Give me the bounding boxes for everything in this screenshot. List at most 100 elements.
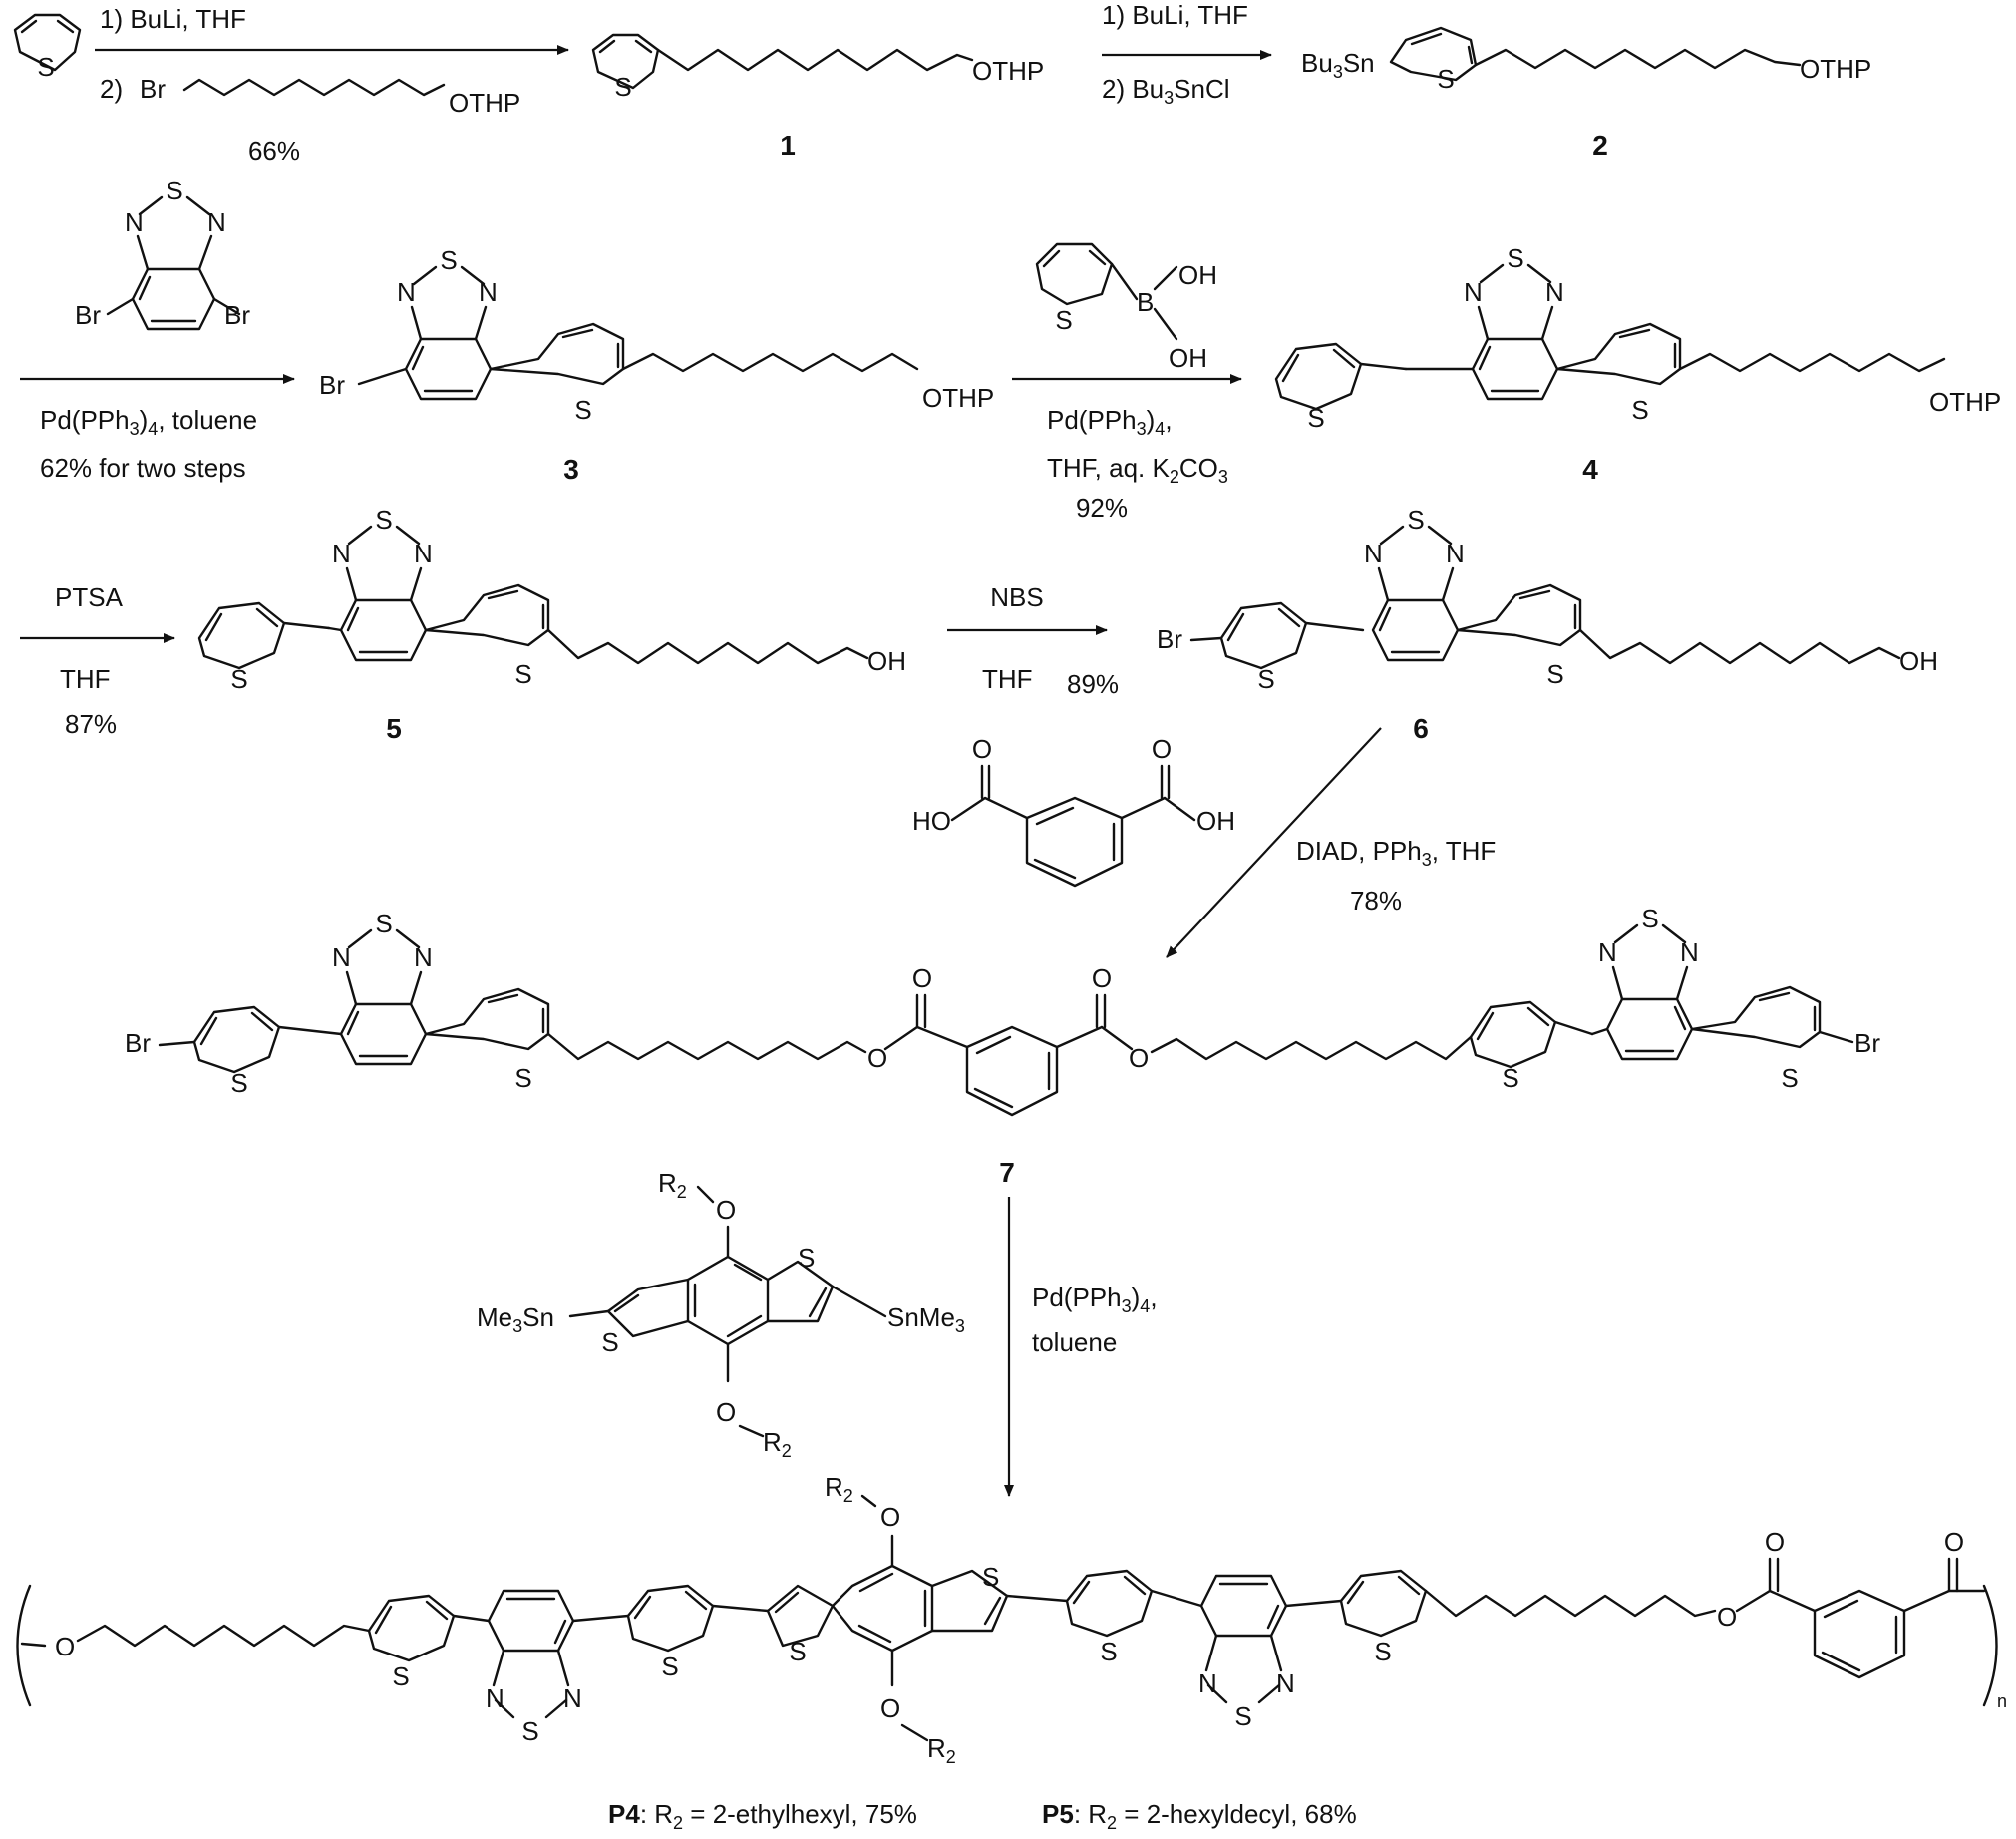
svg-text:N: N: [1364, 539, 1383, 568]
svg-text:B: B: [1137, 287, 1154, 317]
svg-text:n: n: [1997, 1691, 2007, 1711]
step8-condition-2: toluene: [1032, 1327, 1117, 1357]
compound-6-structure: Br S S N N S OH: [1157, 505, 1938, 694]
svg-text:N: N: [1276, 1668, 1295, 1698]
svg-text:OH: OH: [1169, 343, 1207, 373]
svg-text:Br: Br: [1854, 1028, 1880, 1058]
step1-reagent-2-prefix: 2): [100, 74, 123, 104]
svg-text:S: S: [661, 1652, 678, 1681]
svg-text:S: S: [1641, 904, 1658, 933]
step1-reagent-1: 1) BuLi, THF: [100, 4, 246, 34]
step4-condition-1: Pd(PPh3)4,: [1047, 405, 1173, 439]
svg-text:N: N: [397, 277, 416, 307]
svg-text:O: O: [716, 1195, 736, 1225]
svg-text:N: N: [1464, 277, 1483, 307]
svg-text:O: O: [867, 1043, 887, 1073]
svg-text:SnMe3: SnMe3: [887, 1302, 965, 1336]
thiophene-boronic-acid-reagent: S B OH OH: [1035, 242, 1217, 373]
step3-condition-1: Pd(PPh3)4, toluene: [40, 405, 257, 439]
svg-text:Bu3Sn: Bu3Sn: [1301, 48, 1375, 82]
step2-reagent-1: 1) BuLi, THF: [1102, 0, 1248, 30]
footnote-p4: P4: R2 = 2-ethylhexyl, 75%: [608, 1799, 917, 1833]
svg-text:N: N: [332, 942, 351, 972]
svg-text:N: N: [563, 1683, 582, 1713]
svg-text:R2: R2: [825, 1472, 853, 1506]
svg-text:Me3Sn: Me3Sn: [477, 1302, 554, 1336]
svg-text:S: S: [1631, 395, 1648, 425]
svg-text:S: S: [601, 1327, 618, 1357]
svg-text:S: S: [230, 1068, 247, 1098]
svg-text:Br: Br: [1157, 624, 1182, 654]
svg-text:O: O: [1944, 1527, 1964, 1557]
svg-text:S: S: [1407, 505, 1424, 535]
step6-yield: 89%: [1067, 669, 1119, 699]
svg-text:OH: OH: [1899, 646, 1938, 676]
compound-1-label: 1: [780, 130, 796, 161]
step1-hexyl-chain: [182, 78, 446, 97]
compound-1-structure: S OTHP: [591, 33, 1044, 102]
thiophene-start: S: [13, 13, 82, 82]
svg-text:O: O: [880, 1693, 900, 1723]
svg-text:O: O: [880, 1502, 900, 1532]
svg-text:S: S: [514, 659, 531, 689]
compound-2-structure: Bu3Sn S OTHP: [1301, 26, 1871, 94]
step6-solvent: THF: [982, 664, 1033, 694]
svg-text:S: S: [982, 1562, 999, 1592]
svg-text:S: S: [789, 1637, 806, 1666]
svg-text:OTHP: OTHP: [922, 383, 994, 413]
compound-4-label: 4: [1582, 454, 1598, 485]
step5-reagent: PTSA: [55, 582, 124, 612]
svg-text:R2: R2: [658, 1168, 687, 1202]
svg-text:S: S: [1307, 403, 1324, 433]
step3-condition-2: 62% for two steps: [40, 453, 246, 483]
bdt-distannane-reagent: R2 O S S Me3Sn SnMe3 O R2: [477, 1168, 965, 1461]
svg-text:OH: OH: [867, 646, 906, 676]
svg-text:S: S: [514, 1063, 531, 1093]
svg-text:S: S: [1781, 1063, 1798, 1093]
isophthalic-acid-reagent: O O HO OH: [912, 734, 1235, 888]
svg-text:S: S: [574, 395, 591, 425]
step5-solvent: THF: [60, 664, 111, 694]
compound-6-label: 6: [1413, 713, 1429, 744]
svg-text:Br: Br: [319, 370, 345, 400]
svg-text:S: S: [1546, 659, 1563, 689]
svg-text:OH: OH: [1196, 806, 1235, 836]
svg-text:S: S: [230, 664, 247, 694]
svg-text:Br: Br: [224, 300, 250, 330]
svg-text:S: S: [798, 1243, 815, 1273]
compound-5-label: 5: [386, 713, 402, 744]
step1-yield: 66%: [248, 136, 300, 166]
svg-text:S: S: [1234, 1701, 1251, 1731]
step7-condition-1: DIAD, PPh3, THF: [1296, 836, 1496, 870]
dibromobenzothiadiazole-reagent: S N N Br Br: [75, 176, 250, 331]
svg-text:S: S: [375, 909, 392, 938]
compound-7-structure: Br S S N N S O O O O S S N N: [125, 904, 1880, 1117]
footnote-p5: P5: R2 = 2-hexyldecyl, 68%: [1042, 1799, 1357, 1833]
step2-reagent-2: 2) Bu3SnCl: [1102, 74, 1230, 108]
polymer-structure: n O S N N S S S O R2 O R2: [16, 1472, 2007, 1767]
svg-text:O: O: [972, 734, 992, 764]
svg-text:S: S: [440, 245, 457, 275]
compound-3-label: 3: [563, 454, 579, 485]
svg-text:OTHP: OTHP: [1929, 387, 2001, 417]
svg-text:O: O: [716, 1397, 736, 1427]
svg-text:N: N: [414, 942, 433, 972]
sulfur-label: S: [37, 52, 54, 82]
svg-text:Br: Br: [125, 1028, 151, 1058]
step4-yield: 92%: [1076, 493, 1128, 523]
svg-text:S: S: [1502, 1063, 1518, 1093]
svg-text:N: N: [125, 207, 144, 237]
svg-text:S: S: [392, 1661, 409, 1691]
svg-text:HO: HO: [912, 806, 951, 836]
svg-text:N: N: [332, 539, 351, 568]
step7-yield: 78%: [1350, 886, 1402, 916]
svg-text:N: N: [414, 539, 433, 568]
compound-3-structure: S N N Br S OTHP: [319, 245, 994, 425]
svg-text:O: O: [1129, 1043, 1149, 1073]
step1-bromide-label: Br: [140, 74, 166, 104]
svg-text:R2: R2: [763, 1427, 792, 1461]
svg-text:OTHP: OTHP: [972, 56, 1044, 86]
svg-text:S: S: [614, 72, 631, 102]
svg-text:S: S: [375, 505, 392, 535]
